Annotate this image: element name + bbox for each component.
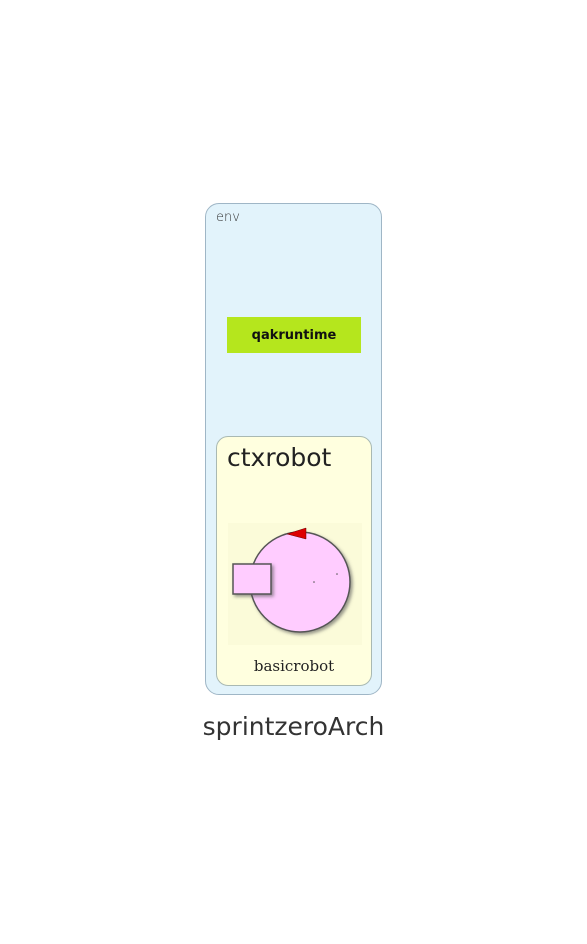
qakruntime-node: qakruntime: [227, 317, 361, 353]
env-cluster: env qakruntime ctxrobot basicrobot: [205, 203, 382, 695]
env-label: env: [216, 210, 240, 225]
robot-dot: [313, 581, 315, 583]
robot-direction-marker: [286, 527, 307, 540]
robot-sensor-box: [232, 563, 272, 595]
ctxrobot-cluster: ctxrobot basicrobot: [216, 436, 372, 686]
context-label: ctxrobot: [227, 443, 332, 472]
robot-graphic: [232, 527, 351, 633]
actor-label: basicrobot: [253, 657, 335, 675]
robot-dot: [336, 573, 338, 575]
diagram-title: sprintzeroArch: [202, 712, 385, 741]
robot-icon: [228, 523, 362, 645]
runtime-label: qakruntime: [251, 327, 337, 343]
